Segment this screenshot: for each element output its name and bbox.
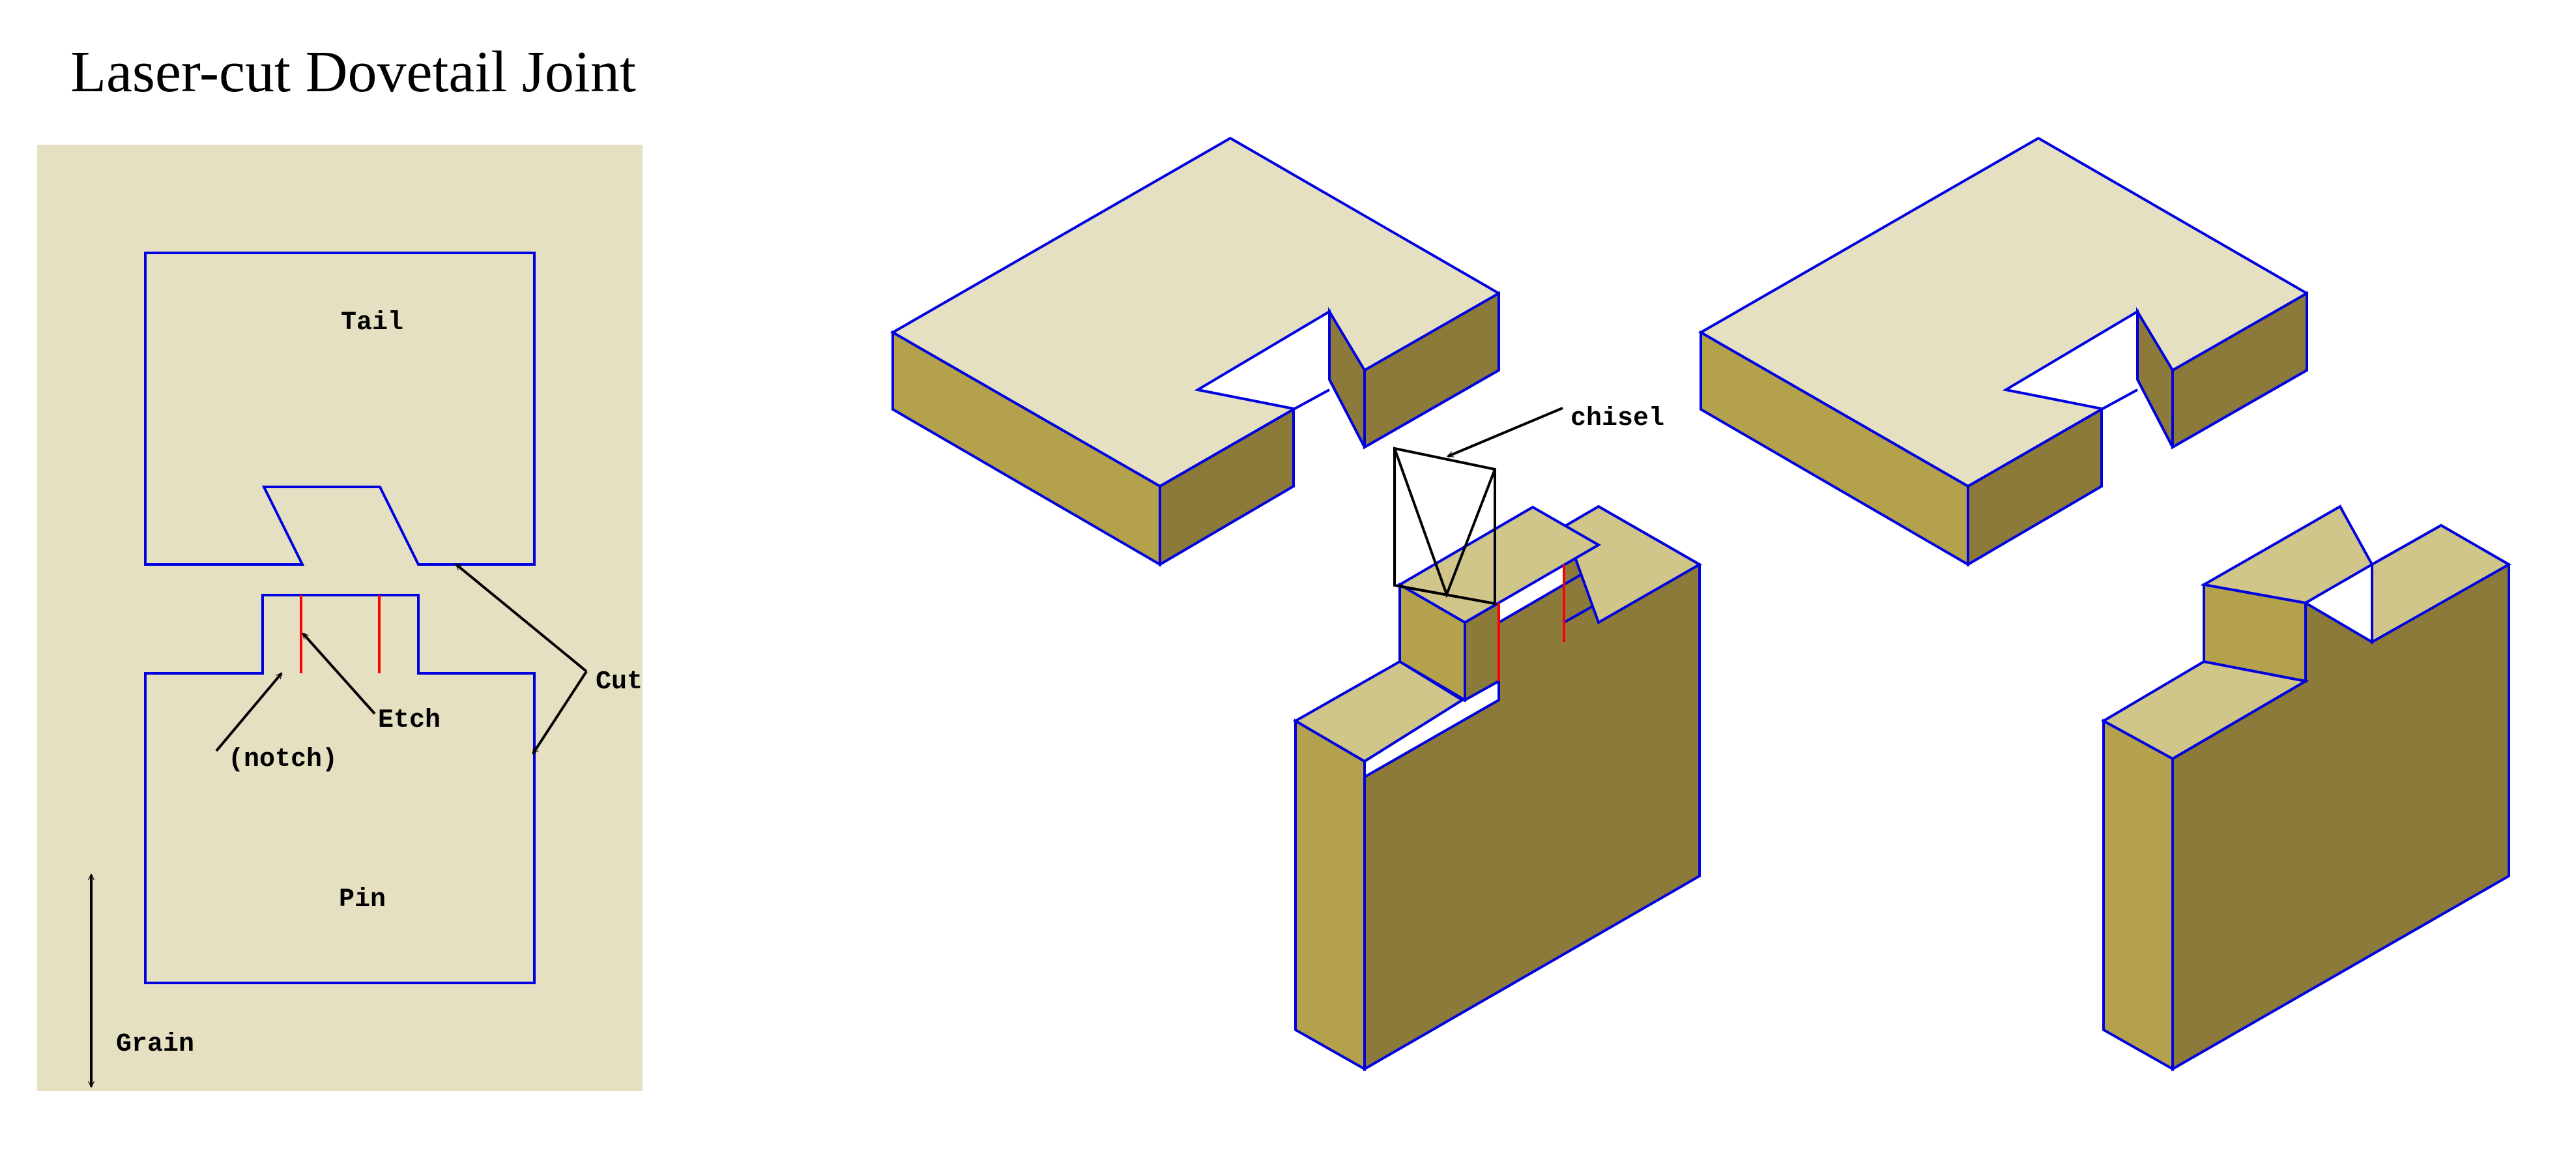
- tail-right-slot-edge: [2101, 388, 2138, 411]
- tail-3d-center: [890, 136, 1500, 567]
- notch-arrow: [215, 672, 283, 752]
- tail-label: Tail: [341, 308, 403, 338]
- etch-arrow: [302, 632, 376, 715]
- tail-outline: [144, 252, 536, 566]
- tail-3d-right: [1698, 136, 2308, 567]
- etch-label: Etch: [378, 706, 441, 735]
- tail-front-face: [1159, 407, 1295, 567]
- page-title: Laser-cut Dovetail Joint: [70, 40, 636, 104]
- pin-3d-right: [2100, 505, 2512, 1072]
- chisel-icon: chisel: [1393, 404, 1664, 606]
- pin-shoulder-top: [1292, 660, 1465, 763]
- notch-label: (notch): [228, 745, 338, 774]
- tail-right-front-face: [1967, 407, 2103, 567]
- chisel-edge: [1394, 584, 1496, 605]
- pin-back-top: [1562, 505, 1703, 624]
- chisel-arrow: [1447, 407, 1563, 458]
- pin-label: Pin: [339, 885, 386, 914]
- tail-slot-edge: [1293, 388, 1330, 411]
- pin-outline: [144, 594, 536, 984]
- material-sheet: [37, 145, 643, 1091]
- cut-arrow-lower: [532, 670, 588, 755]
- tail-right-face: [1363, 291, 1500, 450]
- tail-right-right-face: [2171, 291, 2308, 450]
- pin-right-tail-left: [2203, 583, 2307, 683]
- pin-left-face: [1294, 718, 1366, 1072]
- pin-right-back-top: [2371, 523, 2512, 645]
- chisel-label: chisel: [1570, 404, 1664, 433]
- cutting-layout: Tail Pin Cut Etch (notch) Grain: [37, 145, 643, 1091]
- grain-label: Grain: [116, 1030, 194, 1059]
- cut-arrow-upper: [455, 563, 588, 673]
- pin-front-face: [1363, 505, 1701, 1072]
- cut-label: Cut: [596, 667, 643, 697]
- pin-right-left-face: [2102, 718, 2174, 1072]
- pin-3d-center: [1292, 505, 1703, 1072]
